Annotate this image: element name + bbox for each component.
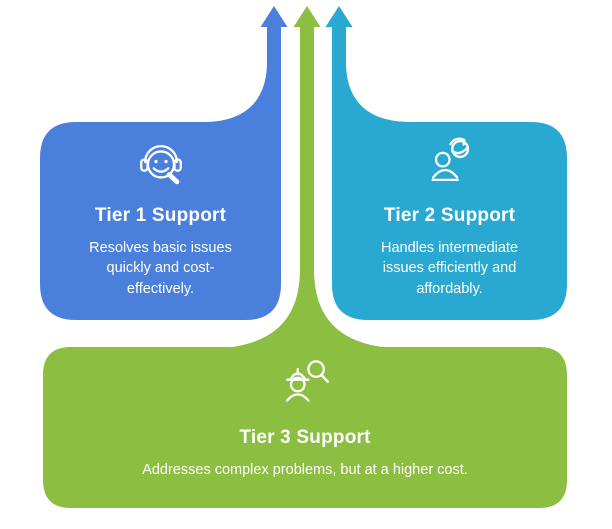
sync-person-icon [430, 137, 469, 182]
tier1-card-arrow-shape [40, 6, 288, 320]
tier1-title: Tier 1 Support [94, 205, 227, 226]
headset-agent-icon [139, 144, 182, 185]
engineer-search-icon [286, 360, 329, 402]
tier3-card-arrow-shape [43, 6, 567, 508]
tier1-card: Tier 1 Support Resolves basic issues qui… [50, 136, 271, 299]
tier2-card-arrow-shape [325, 6, 567, 320]
tier2-card: Tier 2 Support Handles intermediate issu… [339, 136, 560, 299]
tier3-description: Addresses complex problems, but at a hig… [142, 462, 468, 478]
tier3-card: Tier 3 Support Addresses complex problem… [43, 358, 567, 480]
tier2-title: Tier 2 Support [383, 205, 516, 226]
tier2-description: Handles intermediate issues efficiently … [380, 240, 519, 297]
tier1-description: Resolves basic issues quickly and cost-e… [89, 240, 232, 297]
tier3-title: Tier 3 Support [239, 427, 371, 448]
